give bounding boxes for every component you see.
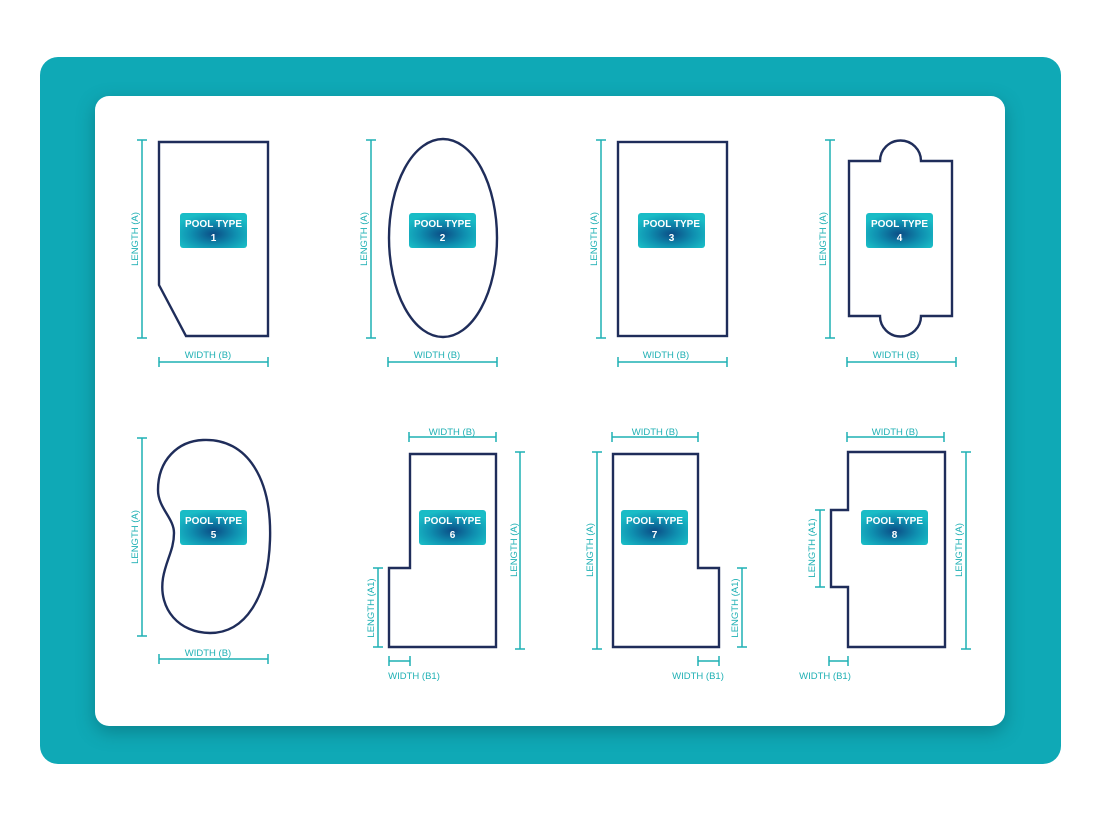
pool-3-title: POOL TYPE <box>643 219 700 230</box>
pool-7-width-dim: WIDTH (B) <box>611 427 699 442</box>
pool-6-width-b1-dim: WIDTH (B1) <box>388 656 440 682</box>
pool-6-width-b1-label: WIDTH (B1) <box>388 671 440 682</box>
pool-7-length-a1-dim: LENGTH (A1) <box>730 567 747 648</box>
pool-7-length-dim: LENGTH (A) <box>585 451 602 650</box>
pool-5-length-label: LENGTH (A) <box>130 510 141 564</box>
pool-7-outline <box>611 452 721 649</box>
pool-1-number: 1 <box>211 233 217 244</box>
pool-6-length-a1-label: LENGTH (A1) <box>366 578 377 637</box>
pool-8-length-label: LENGTH (A) <box>954 523 965 577</box>
pool-4-badge: POOL TYPE 4 <box>866 213 933 248</box>
pool-6-width-label: WIDTH (B) <box>429 427 475 438</box>
pool-type-1: LENGTH (A) WIDTH (B) POOL TYPE 1 <box>130 139 270 367</box>
pool-7-title: POOL TYPE <box>626 516 683 527</box>
pool-8-outline <box>829 450 947 649</box>
pool-3-width-dim: WIDTH (B) <box>617 350 728 367</box>
pool-5-width-dim: WIDTH (B) <box>158 648 269 664</box>
pool-3-length-dim: LENGTH (A) <box>589 139 606 339</box>
pool-2-badge: POOL TYPE 2 <box>409 213 476 248</box>
pool-type-5: LENGTH (A) WIDTH (B) POOL TYPE 5 <box>130 437 272 664</box>
pool-8-length-dim: LENGTH (A) <box>954 451 971 650</box>
pool-5-number: 5 <box>211 530 217 541</box>
pool-8-length-a1-label: LENGTH (A1) <box>807 518 818 577</box>
pool-type-2: LENGTH (A) WIDTH (B) POOL TYPE 2 <box>359 137 499 367</box>
pool-4-number: 4 <box>897 233 903 244</box>
pool-8-width-dim: WIDTH (B) <box>846 427 945 442</box>
pool-4-width-dim: WIDTH (B) <box>846 350 957 367</box>
pool-7-width-b1-label: WIDTH (B1) <box>672 671 724 682</box>
pool-1-title: POOL TYPE <box>185 219 242 230</box>
pool-type-4: LENGTH (A) WIDTH (B) POOL TYPE 4 <box>818 139 957 367</box>
pool-3-width-label: WIDTH (B) <box>643 350 689 361</box>
pool-6-length-dim: LENGTH (A) <box>509 451 525 650</box>
pool-1-badge: POOL TYPE 1 <box>180 213 247 248</box>
pool-8-length-a1-dim: LENGTH (A1) <box>807 509 825 588</box>
pool-4-title: POOL TYPE <box>871 219 928 230</box>
pool-6-number: 6 <box>450 530 456 541</box>
pool-5-width-label: WIDTH (B) <box>185 648 231 659</box>
pool-2-length-dim: LENGTH (A) <box>359 139 376 339</box>
pool-3-length-label: LENGTH (A) <box>589 212 600 266</box>
pool-7-badge: POOL TYPE 7 <box>621 510 688 545</box>
pool-5-title: POOL TYPE <box>185 516 242 527</box>
pool-4-length-dim: LENGTH (A) <box>818 139 835 339</box>
pool-2-title: POOL TYPE <box>414 219 471 230</box>
pool-2-number: 2 <box>440 233 446 244</box>
pool-type-7: WIDTH (B) LENGTH (A) LENGTH (A1) WIDTH (… <box>585 427 747 682</box>
pool-1-width-label: WIDTH (B) <box>185 350 231 361</box>
pool-6-outline <box>387 452 498 649</box>
pool-3-badge: POOL TYPE 3 <box>638 213 705 248</box>
pool-4-width-label: WIDTH (B) <box>873 350 919 361</box>
pool-7-length-label: LENGTH (A) <box>585 523 596 577</box>
pool-2-length-label: LENGTH (A) <box>359 212 370 266</box>
pool-8-width-b1-label: WIDTH (B1) <box>799 671 851 682</box>
pool-6-width-dim: WIDTH (B) <box>408 427 497 442</box>
pool-8-badge: POOL TYPE 8 <box>861 510 928 545</box>
pool-type-8: WIDTH (B) LENGTH (A) LENGTH (A1) WIDTH (… <box>799 427 971 682</box>
pool-2-width-dim: WIDTH (B) <box>387 350 498 367</box>
pool-4-length-label: LENGTH (A) <box>818 212 829 266</box>
pool-1-width-dim: WIDTH (B) <box>158 350 269 367</box>
pool-8-width-label: WIDTH (B) <box>872 427 918 438</box>
pool-6-length-a1-dim: LENGTH (A1) <box>366 567 383 648</box>
pool-2-width-label: WIDTH (B) <box>414 350 460 361</box>
pool-type-3: LENGTH (A) WIDTH (B) POOL TYPE 3 <box>589 139 729 367</box>
pool-type-6: WIDTH (B) LENGTH (A) LENGTH (A1) WIDTH (… <box>366 427 525 682</box>
pool-7-width-b1-dim: WIDTH (B1) <box>672 656 724 682</box>
pool-7-number: 7 <box>652 530 658 541</box>
pool-5-badge: POOL TYPE 5 <box>180 510 247 545</box>
pool-7-width-label: WIDTH (B) <box>632 427 678 438</box>
pool-6-badge: POOL TYPE 6 <box>419 510 486 545</box>
pool-6-title: POOL TYPE <box>424 516 481 527</box>
pool-1-length-label: LENGTH (A) <box>130 212 141 266</box>
pool-3-number: 3 <box>669 233 675 244</box>
pool-1-length-dim: LENGTH (A) <box>130 139 147 339</box>
pool-8-width-b1-dim: WIDTH (B1) <box>799 656 851 682</box>
pool-8-title: POOL TYPE <box>866 516 923 527</box>
pool-8-number: 8 <box>892 530 898 541</box>
pool-6-length-label: LENGTH (A) <box>509 523 520 577</box>
pool-5-length-dim: LENGTH (A) <box>130 437 147 637</box>
pool-7-length-a1-label: LENGTH (A1) <box>730 578 741 637</box>
